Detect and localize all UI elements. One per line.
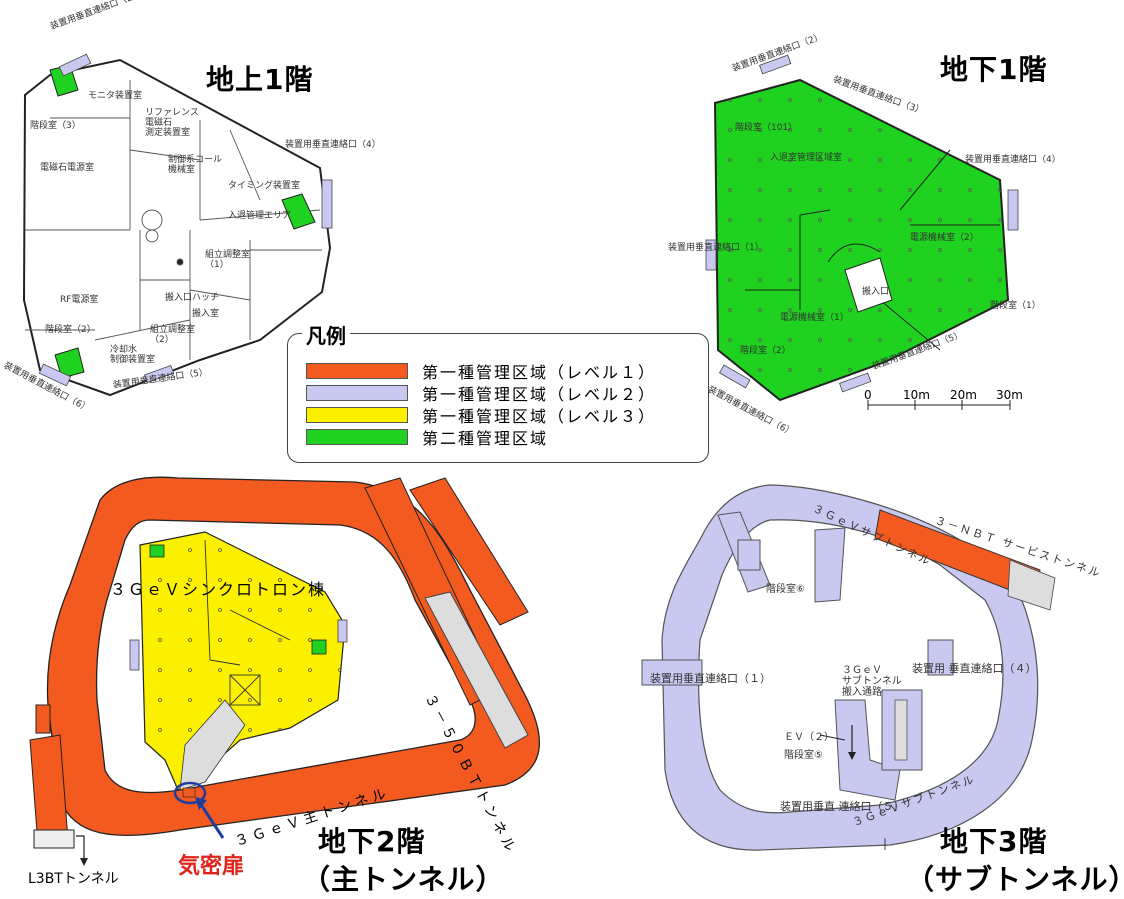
b3-label-shaft-1: 装置用垂直連絡口（１） [650, 672, 771, 685]
b1-label-shaft-4: 装置用垂直連絡口（4） [965, 155, 1061, 165]
f1-label-monitor: モニタ装置室 [88, 91, 143, 101]
f1-label-cooling: 冷却水 制御装置室 [110, 345, 156, 365]
legend-title: 凡例 [302, 320, 350, 349]
f1-label-entry-area: 入退管理エリア [228, 211, 292, 221]
b3-label-shaft-4: 装置用 垂直連絡口（４） [912, 662, 1037, 675]
f1-label-magnet-power: 電磁石電源室 [40, 163, 95, 173]
floor-b2-title: 地下2階 [318, 825, 426, 858]
floor-b2-subtitle: （主トンネル） [302, 863, 505, 896]
f1-label-carry-in: 搬入室 [192, 309, 220, 319]
legend-label-class2: 第二種管理区域 [422, 429, 549, 448]
legend-swatch-class2 [306, 429, 408, 445]
b1-label-stair-2: 階段室（2） [740, 346, 791, 356]
b1-label-power-2: 電源機械室（2） [910, 233, 979, 243]
floor-b2-plan [29, 476, 541, 866]
legend-label-level2: 第一種管理区域（レベル２） [422, 385, 657, 404]
floor-b3-subtitle: （サブトンネル） [906, 863, 1124, 896]
b1-label-carry-in: 搬入口 [862, 287, 890, 297]
floor-b3-plan [641, 484, 1056, 851]
floor-b1-title: 地下1階 [940, 53, 1048, 86]
legend-swatch-level2 [306, 385, 408, 401]
legend-item-level2: 第一種管理区域（レベル２） [306, 384, 657, 404]
b1-label-power-1: 電源機械室（1） [780, 313, 849, 323]
floor-1-plan [22, 53, 333, 397]
scale-tick-30: 30m [996, 388, 1023, 402]
f1-label-timing: タイミング装置室 [228, 181, 301, 191]
b1-label-shaft-1: 装置用垂直連絡口（1） [668, 243, 764, 253]
b3-label-carry-route: ３ＧｅＶ サブトンネル 搬入通路 [842, 665, 902, 698]
legend-item-level3: 第一種管理区域（レベル３） [306, 406, 657, 426]
b2-label-building: ３ＧｅＶシンクロトロン棟 [110, 580, 327, 599]
b3-label-stair-5: 階段室⑤ [784, 750, 823, 761]
f1-label-entry-hatch: 搬入口ハッチ [165, 293, 220, 303]
b3-label-shaft-5: 装置用垂直 連絡口（５） [780, 800, 905, 813]
legend-swatch-level3 [306, 407, 408, 423]
b1-label-stair-1: 階段室（1） [990, 301, 1041, 311]
f1-label-assembly-1: 組立調整室 （1） [205, 250, 251, 270]
f1-label-rf-room: RF電源室 [60, 295, 99, 305]
f1-label-assembly-2: 組立調整室 （2） [150, 325, 196, 345]
b1-label-stair-101: 階段室（101） [735, 123, 798, 133]
map-legend: 凡例 第一種管理区域（レベル１） 第一種管理区域（レベル２） 第一種管理区域（レ… [287, 320, 709, 463]
f1-label-stair-3: 階段室（3） [30, 121, 81, 131]
f1-label-controller: 制御系コール 機械室 [168, 155, 223, 175]
b2-label-airlock: 気密扉 [178, 854, 245, 879]
legend-label-level1: 第一種管理区域（レベル１） [422, 363, 657, 382]
legend-item-class2: 第二種管理区域 [306, 428, 549, 448]
f1-label-stair-2: 階段室（2） [45, 325, 96, 335]
legend-swatch-level1 [306, 363, 408, 379]
floor-b1-plan [705, 54, 1019, 410]
legend-label-level3: 第一種管理区域（レベル３） [422, 407, 657, 426]
f1-label-reference: リファレンス 電磁石 測定装置室 [145, 108, 199, 138]
floor-b3-title: 地下3階 [940, 825, 1048, 858]
b3-label-stair-6: 階段室⑥ [766, 584, 805, 595]
scale-tick-0: 0 [864, 388, 872, 402]
legend-item-level1: 第一種管理区域（レベル１） [306, 362, 657, 382]
b2-label-l3bt: L3BTトンネル [28, 871, 119, 887]
b1-label-entry-room: 入退室管理区域室 [770, 153, 843, 163]
f1-label-shaft-4: 装置用垂直連絡口（4） [285, 140, 381, 150]
scale-tick-20: 20m [950, 388, 977, 402]
floor-1-title: 地上1階 [206, 63, 314, 96]
scale-tick-10: 10m [903, 388, 930, 402]
b3-label-ev: ＥＶ（２） [784, 732, 834, 743]
